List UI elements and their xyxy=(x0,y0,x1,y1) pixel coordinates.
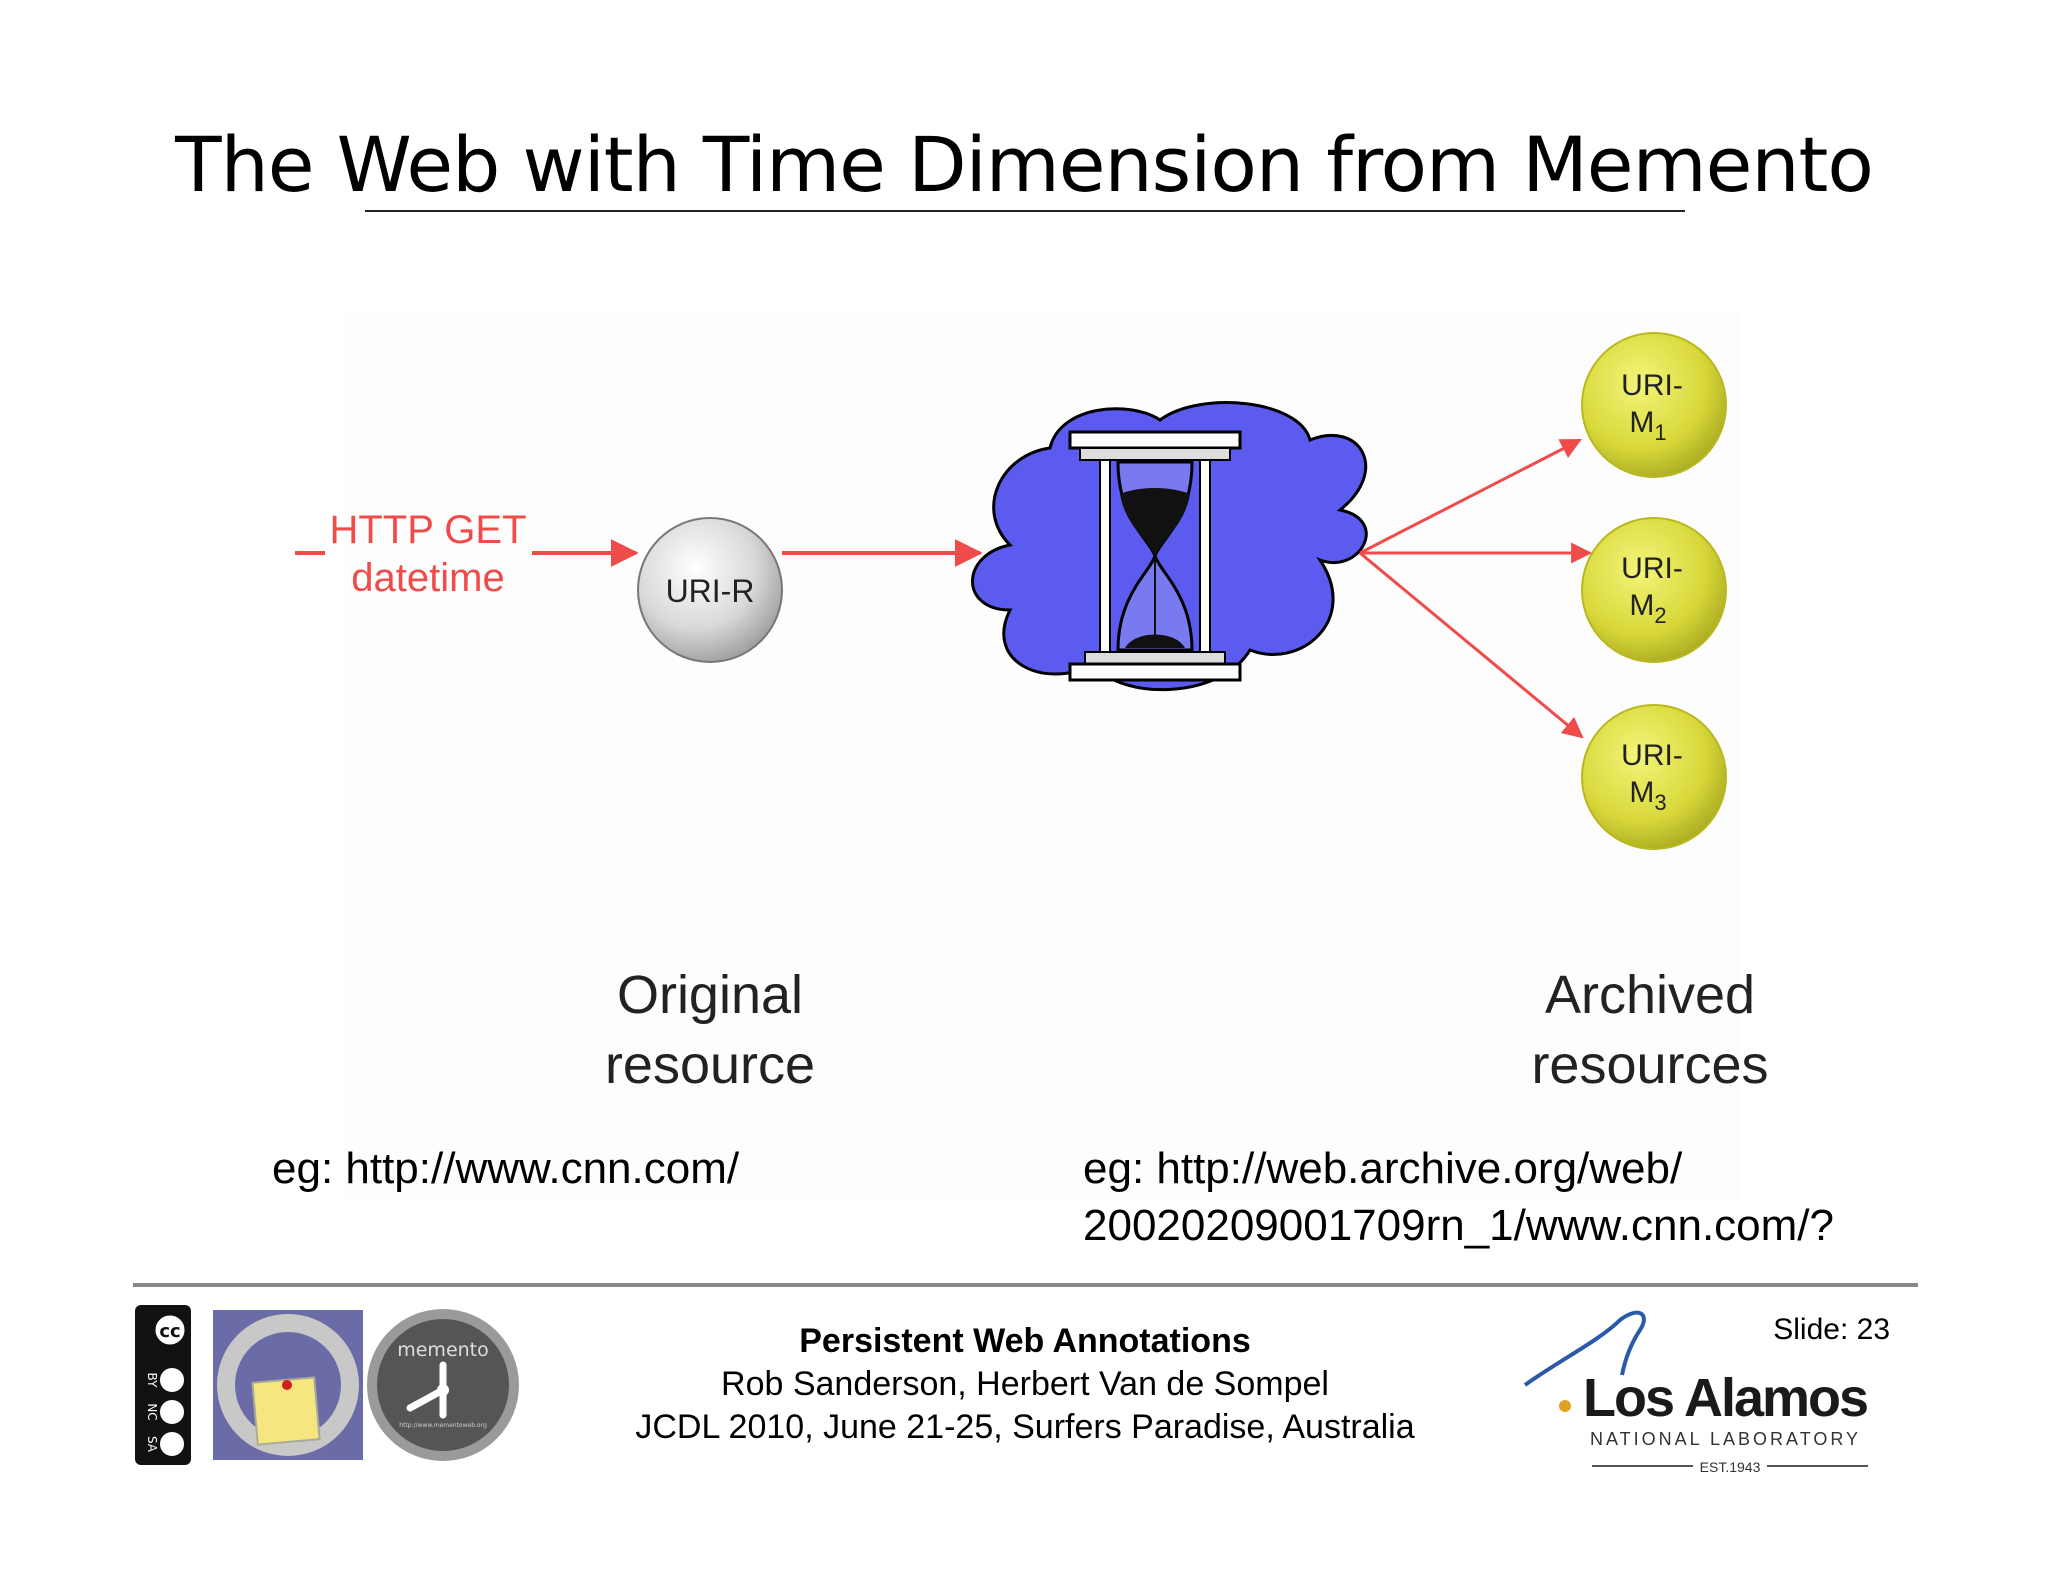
original-caption-line2: resource xyxy=(604,1035,816,1095)
memento-node-2-top: URI- xyxy=(1621,552,1683,585)
lanl-subtitle: NATIONAL LABORATORY xyxy=(1590,1429,1861,1449)
cc-by-label: BY xyxy=(145,1373,159,1389)
memento-node-1-top: URI- xyxy=(1621,369,1683,402)
memento-node-3[interactable]: URI- M3 xyxy=(1581,704,1727,850)
archived-caption-line1: Archived xyxy=(1544,965,1756,1025)
svg-text:M3: M3 xyxy=(1629,776,1666,815)
original-caption-line1: Original xyxy=(616,965,804,1025)
cc-license-badge[interactable]: cc BY NC SA xyxy=(135,1305,191,1465)
memento-arrow-1 xyxy=(1359,438,1582,555)
request-label-line1: HTTP GET xyxy=(329,508,526,552)
memento-logo-url: http://www.mementoweb.org xyxy=(399,1422,487,1429)
memento-node-3-top: URI- xyxy=(1621,739,1683,772)
pin-icon xyxy=(282,1380,292,1390)
cc-sa-icon xyxy=(158,1430,186,1458)
footer-venue: JCDL 2010, June 21-25, Surfers Paradise,… xyxy=(635,1408,1415,1446)
request-label-line2: datetime xyxy=(351,556,504,600)
lanl-dot-icon xyxy=(1559,1400,1571,1412)
svg-text:cc: cc xyxy=(159,1321,180,1342)
archived-example-url: eg: http://web.archive.org/web/ 20020209… xyxy=(1083,1140,1834,1254)
footer-authors: Rob Sanderson, Herbert Van de Sompel xyxy=(721,1365,1329,1403)
slide-number: Slide: 23 xyxy=(1773,1313,1890,1346)
archived-example-line1: eg: http://web.archive.org/web/ xyxy=(1083,1144,1683,1193)
hourglass-icon xyxy=(1068,430,1242,682)
lanl-logo[interactable]: Los Alamos NATIONAL LABORATORY EST.1943 xyxy=(1523,1310,1869,1475)
footer-credits: Persistent Web Annotations Rob Sanderson… xyxy=(600,1320,1450,1449)
title-underline xyxy=(365,210,1685,212)
memento-node-3-main: M xyxy=(1629,776,1654,809)
cc-sa-label: SA xyxy=(145,1436,159,1453)
original-resource-caption: Original resource xyxy=(560,960,860,1100)
memento-arrow-3 xyxy=(1359,551,1584,739)
original-example-url: eg: http://www.cnn.com/ xyxy=(272,1144,740,1193)
footer-divider xyxy=(133,1283,1918,1287)
cc-nc-icon xyxy=(158,1398,186,1426)
memento-node-3-sub: 3 xyxy=(1654,790,1666,815)
memento-node-1[interactable]: URI- M1 xyxy=(1581,332,1727,478)
lanl-swoosh-icon xyxy=(1523,1310,1646,1387)
cc-by-icon xyxy=(158,1366,186,1394)
svg-text:M2: M2 xyxy=(1629,589,1666,628)
memento-logo-text: memento xyxy=(397,1339,489,1361)
memento-node-2[interactable]: URI- M2 xyxy=(1581,517,1727,663)
footer-talk-title: Persistent Web Annotations xyxy=(799,1322,1251,1360)
archived-example-line2: 20020209001709rn_1/www.cnn.com/? xyxy=(1083,1201,1834,1250)
lanl-name: Los Alamos xyxy=(1583,1368,1867,1428)
annotation-logo[interactable] xyxy=(213,1310,363,1460)
memento-node-1-sub: 1 xyxy=(1654,420,1666,445)
lanl-est: EST.1943 xyxy=(1700,1459,1761,1475)
timegate-cloud[interactable] xyxy=(971,401,1368,692)
uri-r-node[interactable] xyxy=(637,517,783,663)
sticky-note-icon xyxy=(251,1376,321,1446)
slide-title: The Web with Time Dimension from Memento xyxy=(175,120,1874,209)
memento-node-2-sub: 2 xyxy=(1654,603,1666,628)
archived-resources-caption: Archived resources xyxy=(1490,960,1810,1100)
memento-node-1-main: M xyxy=(1629,406,1654,439)
archived-caption-line2: resources xyxy=(1531,1035,1769,1095)
memento-logo[interactable]: memento http://www.mementoweb.org xyxy=(367,1309,519,1461)
memento-node-2-main: M xyxy=(1629,589,1654,622)
svg-text:M1: M1 xyxy=(1629,406,1666,445)
uri-r-label: URI-R xyxy=(666,573,755,609)
cc-nc-label: NC xyxy=(145,1403,159,1420)
